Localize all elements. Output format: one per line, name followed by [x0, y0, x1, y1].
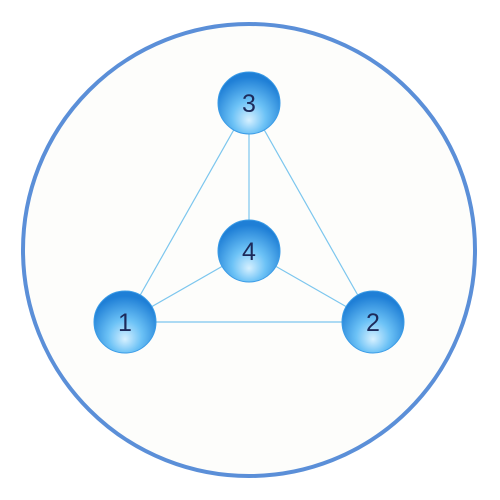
node-1: 1 [93, 290, 157, 354]
node-1-label: 1 [118, 309, 132, 337]
edge-2-3 [248, 102, 374, 323]
node-3: 3 [217, 71, 281, 135]
node-2: 2 [341, 290, 405, 354]
node-2-label: 2 [366, 309, 380, 337]
edge-1-3 [124, 102, 250, 323]
node-4-circle [217, 219, 281, 283]
node-2-circle [341, 290, 405, 354]
node-1-circle [93, 290, 157, 354]
node-3-circle [217, 71, 281, 135]
node-4: 4 [217, 219, 281, 283]
node-4-label: 4 [242, 238, 256, 266]
node-3-label: 3 [242, 90, 256, 118]
